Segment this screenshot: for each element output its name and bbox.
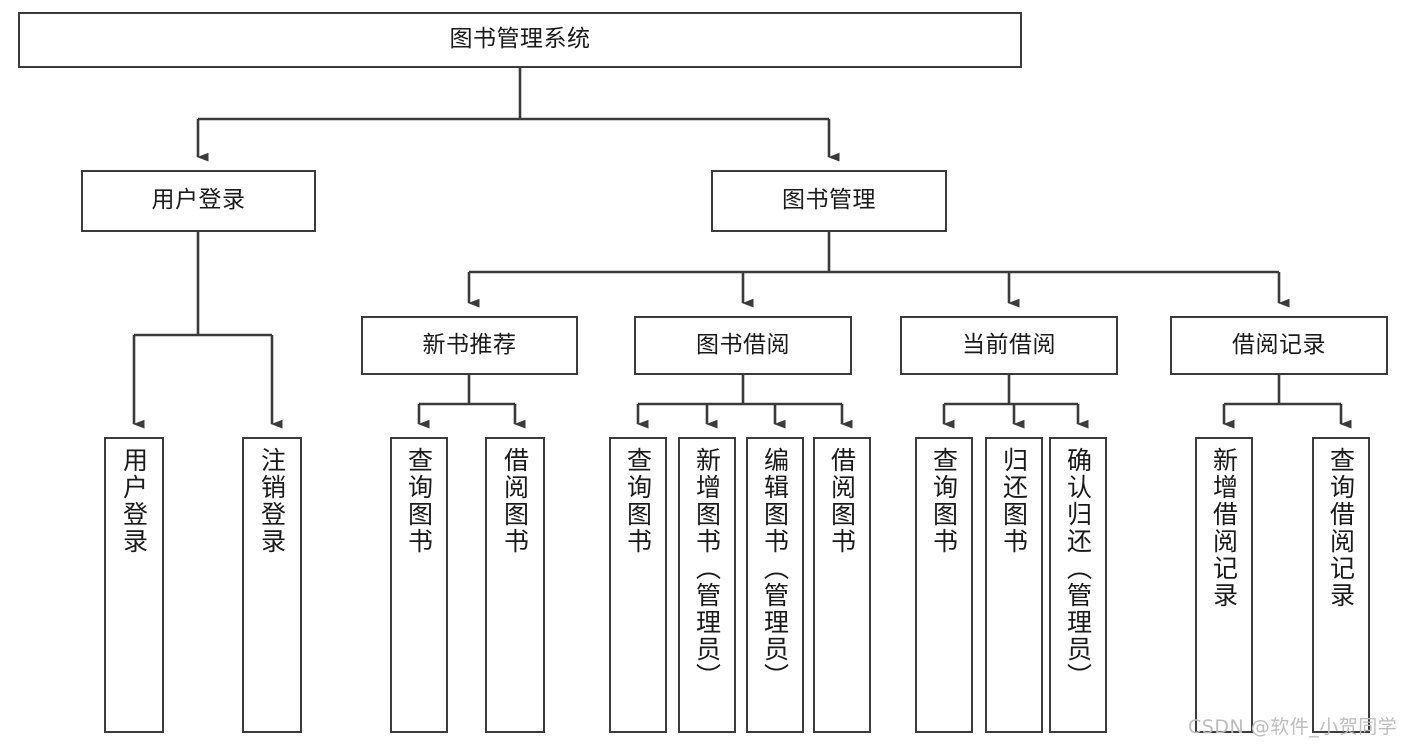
node-leaf-query-book-3[interactable]: 查询图书	[915, 437, 973, 733]
node-book-manage[interactable]: 图书管理	[711, 170, 947, 232]
node-leaf-logout[interactable]: 注销登录	[242, 437, 302, 733]
node-leaf-return-book-label: 归还图书	[999, 447, 1029, 555]
node-book-manage-label: 图书管理	[782, 187, 876, 214]
watermark: CSDN @软件_小贺同学	[1188, 716, 1398, 738]
node-leaf-query-book-2[interactable]: 查询图书	[609, 437, 667, 733]
node-borrow-record-label: 借阅记录	[1232, 331, 1326, 358]
node-borrow-record[interactable]: 借阅记录	[1170, 316, 1388, 375]
node-leaf-user-login[interactable]: 用户登录	[104, 437, 164, 733]
node-user-login[interactable]: 用户登录	[81, 170, 316, 232]
node-leaf-borrow-book-1-label: 借阅图书	[500, 447, 530, 555]
node-leaf-user-login-label: 用户登录	[119, 447, 149, 555]
node-root-label: 图书管理系统	[449, 26, 591, 53]
node-leaf-borrow-book-2-label: 借阅图书	[827, 447, 857, 555]
node-new-book-rec-label: 新书推荐	[422, 331, 517, 358]
node-leaf-borrow-book-1[interactable]: 借阅图书	[485, 437, 545, 733]
node-leaf-logout-label: 注销登录	[257, 447, 287, 555]
node-leaf-query-book-1-label: 查询图书	[404, 447, 434, 555]
node-leaf-add-record[interactable]: 新增借阅记录	[1195, 437, 1253, 733]
node-leaf-query-record-label: 查询借阅记录	[1326, 447, 1356, 609]
node-leaf-add-record-label: 新增借阅记录	[1209, 447, 1239, 609]
node-leaf-edit-book-label: 编辑图书（管理员）	[760, 447, 790, 690]
node-leaf-edit-book[interactable]: 编辑图书（管理员）	[746, 437, 804, 733]
node-book-borrow-label: 图书借阅	[696, 331, 790, 358]
node-root[interactable]: 图书管理系统	[18, 12, 1022, 68]
node-leaf-query-book-3-label: 查询图书	[929, 447, 959, 555]
node-new-book-rec[interactable]: 新书推荐	[361, 316, 578, 375]
node-leaf-borrow-book-2[interactable]: 借阅图书	[813, 437, 871, 733]
node-leaf-return-book[interactable]: 归还图书	[985, 437, 1043, 733]
node-leaf-query-book-1[interactable]: 查询图书	[390, 437, 448, 733]
node-leaf-add-book-label: 新增图书（管理员）	[692, 447, 722, 690]
node-leaf-confirm-return-label: 确认归还（管理员）	[1063, 447, 1093, 690]
node-book-borrow[interactable]: 图书借阅	[634, 316, 852, 375]
node-user-login-label: 用户登录	[151, 187, 246, 214]
node-current-borrow[interactable]: 当前借阅	[900, 316, 1118, 375]
node-leaf-query-book-2-label: 查询图书	[623, 447, 653, 555]
node-leaf-add-book[interactable]: 新增图书（管理员）	[678, 437, 736, 733]
node-leaf-query-record[interactable]: 查询借阅记录	[1312, 437, 1370, 733]
node-leaf-confirm-return[interactable]: 确认归还（管理员）	[1049, 437, 1107, 733]
node-current-borrow-label: 当前借阅	[962, 331, 1056, 358]
